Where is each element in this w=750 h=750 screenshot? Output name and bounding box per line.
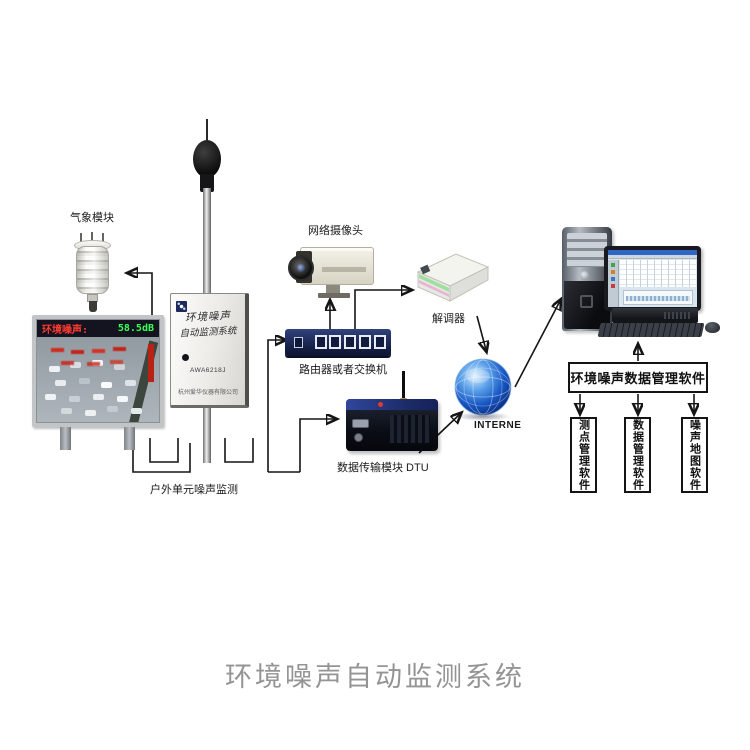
network-camera-icon bbox=[288, 245, 376, 301]
router-icon bbox=[285, 329, 391, 356]
display-leg-left bbox=[60, 427, 71, 450]
bracket-left-u bbox=[149, 438, 179, 463]
led-display-header: 环境噪声: 58.5dB bbox=[37, 320, 159, 337]
router-wan-port bbox=[315, 335, 327, 349]
bracket-display bbox=[132, 443, 191, 473]
desktop-case bbox=[612, 308, 698, 323]
app-sidebar bbox=[608, 260, 619, 307]
bracket-right-u bbox=[224, 438, 254, 463]
connector-box-to-weather bbox=[129, 273, 153, 318]
tower-drive-bays bbox=[567, 233, 607, 267]
unit-model-number: AWA6218J bbox=[189, 367, 227, 374]
unit-title-line2: 自动监测系统 bbox=[179, 325, 237, 340]
connector-internet-to-computer bbox=[514, 301, 560, 388]
dtu-status-led bbox=[378, 402, 383, 407]
computer-tower-icon bbox=[562, 227, 612, 331]
app-toolbar bbox=[608, 255, 697, 259]
tower-power-button bbox=[580, 271, 589, 280]
connector-unit-to-router bbox=[267, 340, 284, 472]
unit-keyhole bbox=[182, 354, 189, 361]
display-leg-right bbox=[124, 427, 135, 450]
outdoor-unit-label: 户外单元噪声监测 bbox=[150, 484, 238, 496]
dtu-serial-port bbox=[352, 419, 369, 428]
led-display-screen: 环境噪声: 58.5dB bbox=[37, 320, 159, 422]
software-main-box: 环境噪声数据管理软件 bbox=[568, 362, 708, 393]
internet-label: INTERNE bbox=[474, 420, 522, 431]
manufacturer-logo-icon bbox=[176, 301, 187, 312]
modem-label: 解调器 bbox=[432, 313, 465, 325]
network-camera-label: 网络摄像头 bbox=[308, 225, 363, 237]
app-title-bar bbox=[608, 250, 697, 255]
computer-monitor-icon bbox=[604, 246, 701, 311]
connector-unit-to-dtu bbox=[299, 419, 335, 472]
microphone-stem bbox=[200, 174, 214, 192]
monitor-screen bbox=[608, 250, 697, 307]
app-waveform-chart bbox=[623, 290, 693, 305]
dtu-ridges bbox=[390, 415, 430, 443]
weather-module-label: 气象模块 bbox=[70, 212, 114, 224]
led-display-board: 环境噪声: 58.5dB bbox=[32, 315, 164, 427]
page-title: 环境噪声自动监测系统 bbox=[225, 662, 525, 692]
weather-sensor-prongs bbox=[91, 232, 93, 241]
microphone-windscreen-icon bbox=[193, 140, 221, 178]
router-lan-ports bbox=[329, 335, 386, 349]
software-module-box-1: 测点管理软件 bbox=[570, 417, 597, 493]
traffic-cars bbox=[37, 320, 48, 326]
app-data-table bbox=[620, 260, 696, 287]
router-power-port bbox=[294, 337, 303, 348]
weather-sensor-body bbox=[76, 246, 109, 294]
dtu-power-connector bbox=[354, 433, 363, 442]
connector-modem-to-internet bbox=[476, 315, 486, 350]
camera-mount bbox=[326, 285, 340, 294]
dtu-icon bbox=[346, 399, 438, 451]
tower-logo bbox=[580, 295, 593, 308]
dtu-antenna bbox=[400, 371, 407, 404]
led-noise-label: 环境噪声: bbox=[42, 325, 89, 336]
camera-stripe bbox=[322, 267, 366, 272]
road-red-banner bbox=[148, 344, 154, 382]
camera-base bbox=[318, 293, 350, 298]
tower-lower-panel bbox=[564, 281, 610, 329]
unit-company-name: 杭州爱华仪器有限公司 bbox=[177, 390, 238, 396]
field-monitor-unit: 环境噪声 自动监测系统 AWA6218J 杭州爱华仪器有限公司 bbox=[170, 293, 249, 408]
dtu-label: 数据传输模块 DTU bbox=[337, 462, 429, 474]
led-noise-value: 58.5dB bbox=[117, 323, 154, 334]
mouse-icon bbox=[705, 322, 720, 333]
led-red-text-marks bbox=[47, 344, 60, 348]
camera-lens bbox=[288, 255, 314, 281]
software-module-box-2: 数据管理软件 bbox=[624, 417, 651, 493]
weather-sensor-connector bbox=[89, 301, 97, 312]
microphone-spike bbox=[206, 119, 208, 143]
weather-sensor-icon bbox=[72, 232, 114, 314]
router-label: 路由器或者交换机 bbox=[299, 364, 387, 376]
internet-globe-icon bbox=[452, 356, 514, 421]
keyboard-icon bbox=[597, 323, 705, 337]
software-module-box-3: 噪声地图软件 bbox=[681, 417, 708, 493]
modem-icon bbox=[416, 253, 490, 302]
